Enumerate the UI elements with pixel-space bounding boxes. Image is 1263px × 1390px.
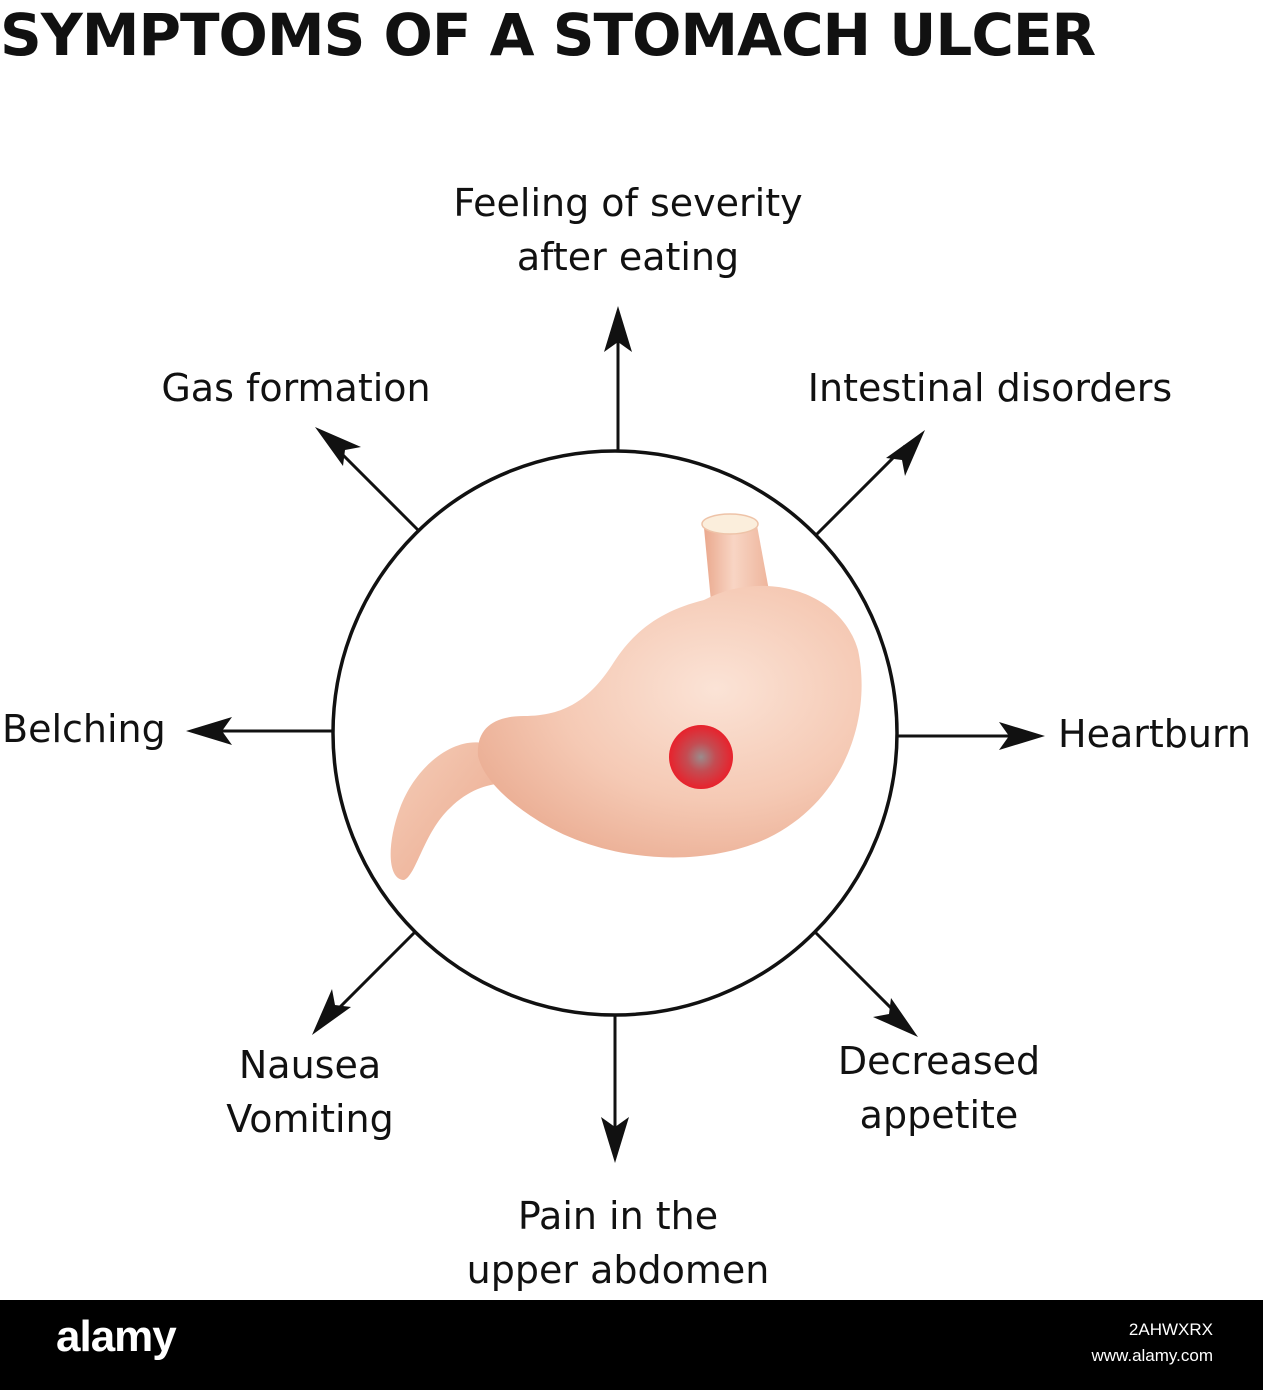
alamy-logo: alamy	[56, 1312, 177, 1361]
arrow-left	[186, 717, 333, 745]
symptom-bottom-right-line-2: appetite	[859, 1093, 1019, 1137]
watermark-footer: alamy 2AHWXRX www.alamy.com	[0, 1300, 1263, 1390]
symptom-top-right: Intestinal disorders	[808, 361, 1172, 415]
symptom-arrows	[186, 306, 1045, 1163]
arrow-bottom-left	[312, 930, 417, 1035]
arrow-right	[897, 722, 1045, 750]
symptom-top-line-1: Feeling of severity	[453, 181, 803, 225]
watermark-url: www.alamy.com	[1091, 1346, 1213, 1365]
symptom-top-line-2: after eating	[516, 235, 740, 279]
arrow-top-left	[315, 427, 420, 532]
symptom-top: Feeling of severity after eating	[453, 176, 802, 284]
symptom-top-left: Gas formation	[161, 361, 430, 415]
stomach-icon	[390, 513, 862, 880]
symptom-bottom-left-line-2: Vomiting	[226, 1097, 394, 1141]
stomach-body	[477, 585, 862, 858]
symptom-diagram	[186, 306, 1045, 1163]
image-id: 2AHWXRX	[1128, 1320, 1213, 1339]
arrow-top	[604, 306, 632, 452]
page-title: SYMPTOMS OF A STOMACH ULCER	[0, 1, 1096, 69]
ulcer-spot-icon	[669, 725, 733, 789]
pylorus-tail	[390, 742, 500, 880]
symptom-top-right-text: Intestinal disorders	[807, 366, 1173, 410]
symptom-right: Heartburn	[1058, 707, 1251, 761]
arrow-bottom-right	[813, 930, 918, 1037]
arrow-bottom	[601, 1015, 629, 1163]
symptom-left: Belching	[2, 702, 166, 756]
symptom-bottom-line-2: upper abdomen	[466, 1248, 770, 1292]
symptom-left-text: Belching	[2, 707, 166, 751]
symptom-bottom-right: Decreased appetite	[838, 1034, 1040, 1142]
symptom-bottom-line-1: Pain in the	[517, 1194, 719, 1238]
symptom-bottom-left-line-1: Nausea	[238, 1043, 382, 1087]
symptom-top-left-text: Gas formation	[161, 366, 431, 410]
arrow-top-right	[813, 430, 925, 538]
symptom-right-text: Heartburn	[1058, 712, 1252, 756]
symptom-bottom-right-line-1: Decreased	[837, 1039, 1041, 1083]
symptom-bottom: Pain in the upper abdomen	[467, 1189, 770, 1297]
esophagus-opening	[701, 513, 759, 535]
symptom-bottom-left: Nausea Vomiting	[226, 1038, 394, 1146]
